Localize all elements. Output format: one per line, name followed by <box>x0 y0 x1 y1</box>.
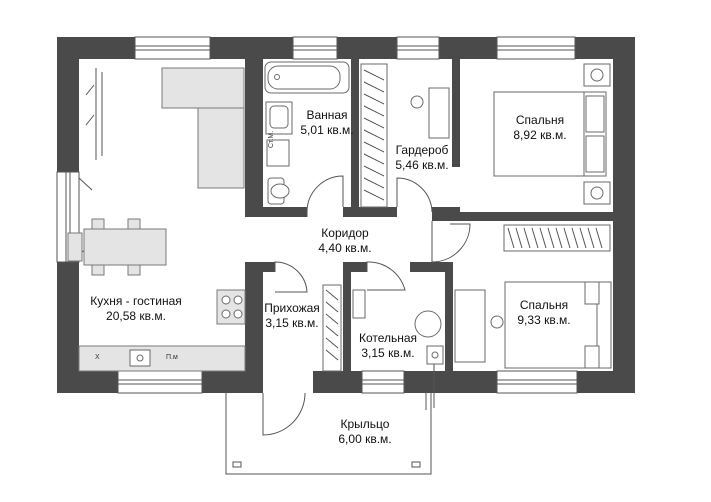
room-area: 3,15 кв.м. <box>265 316 319 330</box>
room-area: 5,01 кв.м. <box>300 123 354 137</box>
bathroom-fixtures <box>264 61 350 205</box>
room-area: 6,00 кв.м. <box>338 432 392 446</box>
room-area: 5,46 кв.м. <box>395 158 449 172</box>
room-label-porch: Крыльцо 6,00 кв.м. <box>338 417 391 447</box>
wardrobe-fixtures <box>360 63 450 208</box>
room-label-boiler: Котельная 3,15 кв.м. <box>359 331 417 361</box>
entrance-door[interactable] <box>262 392 306 436</box>
room-label-bedroom-2: Спальня 9,33 кв.м. <box>517 298 570 328</box>
room-area: 9,33 кв.м. <box>517 313 571 327</box>
porch-slab <box>225 391 432 475</box>
room-name: Котельная <box>358 331 418 345</box>
interior-walls <box>245 59 635 393</box>
room-label-bedroom-1: Спальня 8,92 кв.м. <box>513 113 566 143</box>
room-area: 8,92 кв.м. <box>513 128 567 142</box>
fridge-mark: Х <box>95 354 100 361</box>
room-area: 3,15 кв.м. <box>361 346 415 360</box>
bedroom-2-furniture <box>454 224 612 369</box>
room-label-wardrobe: Гардероб 5,46 кв.м. <box>395 143 448 173</box>
porch-post <box>232 461 242 468</box>
washer-mark: Ст.М. <box>268 130 275 148</box>
room-name: Спальня <box>519 298 569 312</box>
room-name: Ванная <box>306 108 348 122</box>
room-name: Гардероб <box>395 143 449 157</box>
room-area: 20,58 кв.м. <box>106 309 166 323</box>
room-area: 4,40 кв.м. <box>318 241 372 255</box>
room-name: Прихожая <box>264 301 320 315</box>
room-label-hallway: Прихожая 3,15 кв.м. <box>264 301 320 331</box>
windows-bottom <box>117 370 578 394</box>
room-name: Крыльцо <box>340 417 390 431</box>
room-label-corridor: Коридор 4,40 кв.м. <box>318 226 371 256</box>
interior-doors[interactable] <box>274 175 471 293</box>
kitchen-living-furniture <box>67 67 246 372</box>
porch-post <box>411 461 421 468</box>
dishwasher-mark: П.м <box>166 354 178 361</box>
windows-top <box>134 36 576 60</box>
room-label-bathroom: Ванная 5,01 кв.м. <box>300 108 353 138</box>
entrance-gap <box>263 371 313 393</box>
room-name: Кухня - гостиная <box>90 294 182 308</box>
bedroom-1-furniture <box>493 63 611 205</box>
boiler-fixtures <box>322 284 444 408</box>
room-name: Спальня <box>515 113 565 127</box>
room-name: Коридор <box>321 226 369 240</box>
room-label-kitchen-living: Кухня - гостиная 20,58 кв.м. <box>90 294 182 324</box>
